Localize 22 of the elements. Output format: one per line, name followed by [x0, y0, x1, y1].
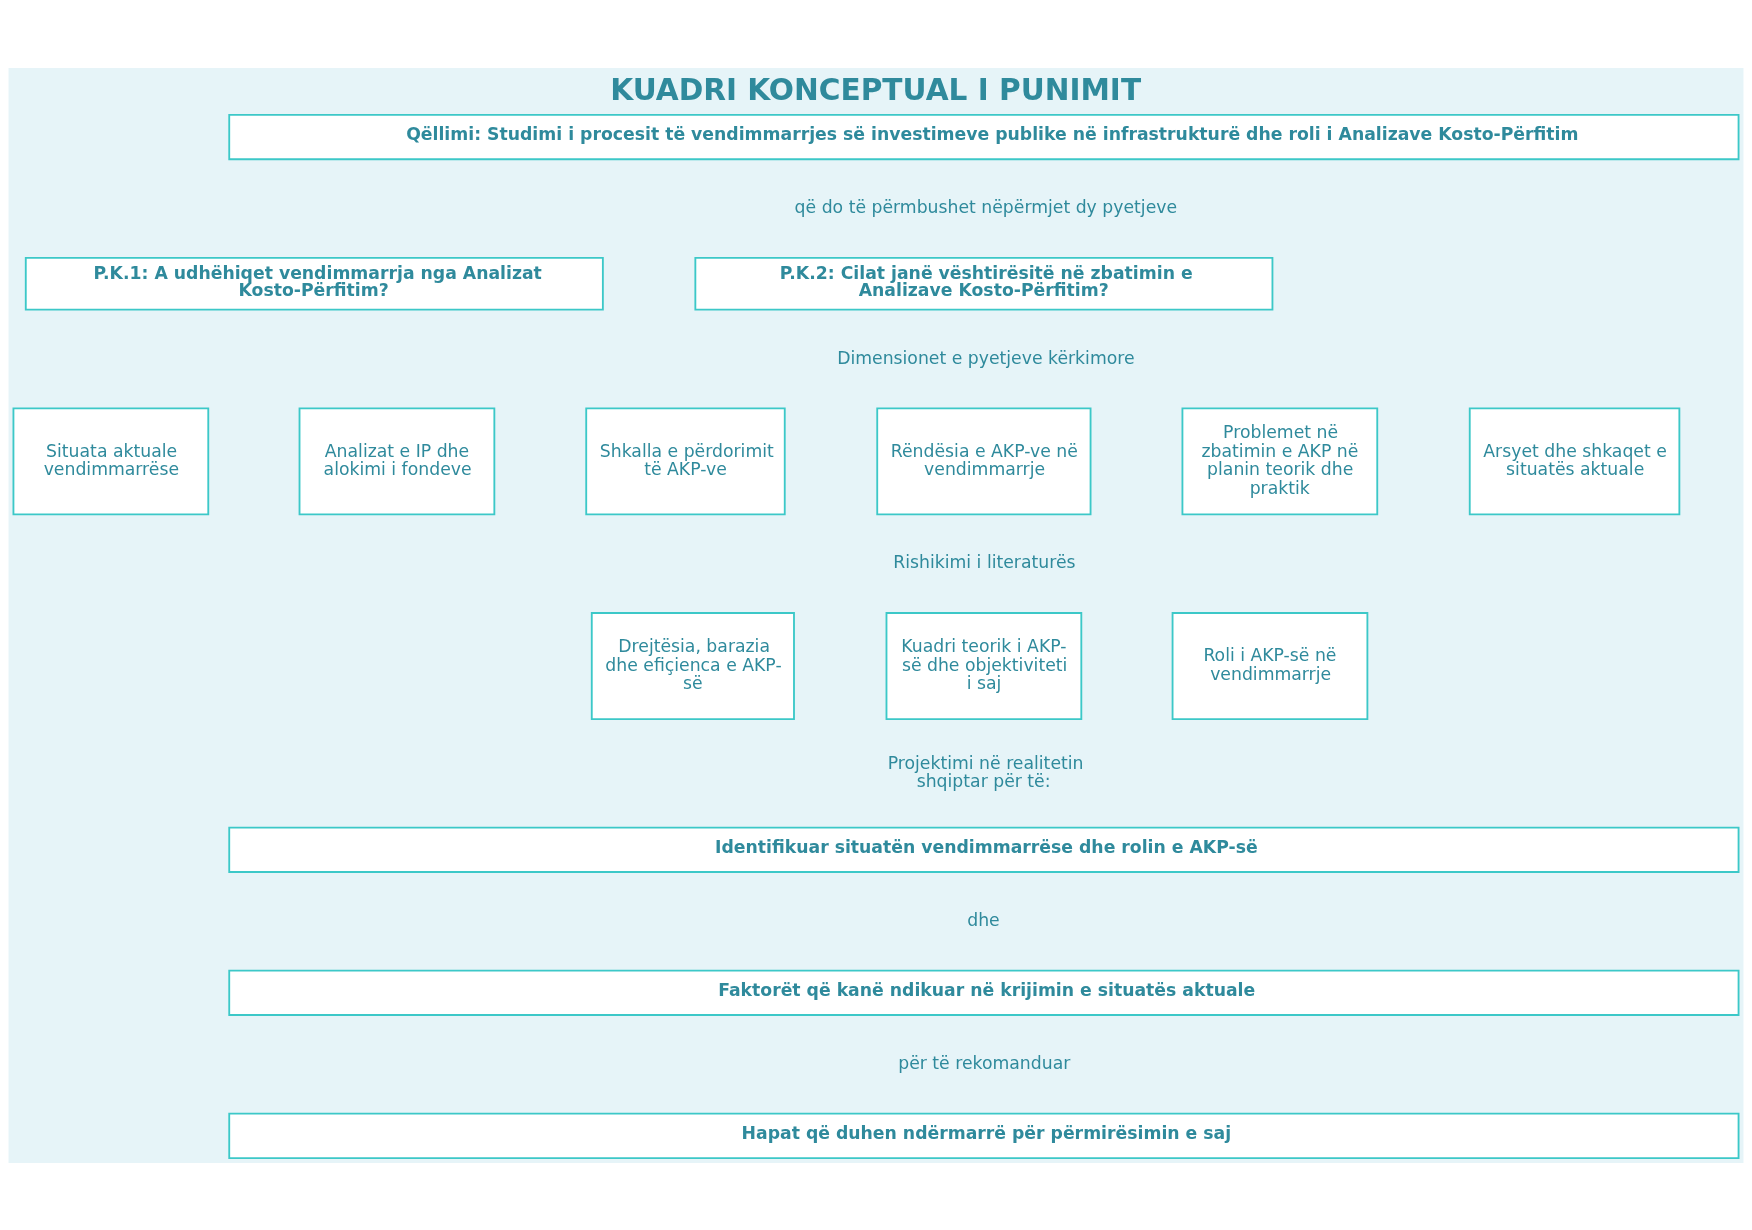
- diagram-title: KUADRI KONCEPTUAL I PUNIMIT: [610, 72, 1142, 107]
- node-box: Faktorët që kanë ndikuar në krijimin e situatës aktuale: [228, 969, 1740, 1016]
- node-box: Qëllimi: Studimi i procesit të vendimmarrjes së investimeve publike në infrastrukturë dhe roli i Analizave Kosto-Përfitim: [228, 113, 1740, 160]
- node-box: Rëndësia e AKP-ve në vendimmarrje: [876, 406, 1092, 515]
- node-box: Drejtësia, barazia dhe efiçienca e AKP-së: [590, 611, 795, 720]
- node-box: Shkalla e përdorimit të AKP-ve: [585, 406, 786, 515]
- label: dhe: [967, 909, 1000, 930]
- node-box: Hapat që duhen ndërmarrë për përmirësimin e saj: [228, 1112, 1740, 1159]
- label: që do të përmbushet nëpërmjet dy pyetjeve: [794, 196, 1178, 217]
- label: Projektimi në realitetin shqiptar për të:: [887, 752, 1084, 791]
- node-box: Roli i AKP-së në vendimmarrje: [1171, 611, 1369, 720]
- node-box: P.K.1: A udhëhiqet vendimmarrja nga Analizat Kosto-Përfitim?: [24, 256, 604, 311]
- label: Dimensionet e pyetjeve kërkimore: [837, 347, 1135, 368]
- node-box: Arsyet dhe shkaqet e situatës aktuale: [1468, 406, 1681, 515]
- node-box: Situata aktuale vendimmarrëse: [12, 406, 210, 515]
- label: Rishikimi i literaturës: [893, 551, 1076, 572]
- node-box: Kuadri teorik i AKP-së dhe objektiviteti i saj: [885, 611, 1083, 720]
- node-box: P.K.2: Cilat janë vështirësitë në zbatimin e Analizave Kosto-Përfitim?: [694, 256, 1274, 311]
- node-box: Analizat e IP dhe alokimi i fondeve: [298, 406, 496, 515]
- node-box: Identifikuar situatën vendimmarrëse dhe rolin e AKP-së: [228, 826, 1740, 873]
- node-box: Problemet në zbatimin e AKP në planin teorik dhe praktik: [1181, 406, 1379, 515]
- label: për të rekomanduar: [898, 1052, 1071, 1073]
